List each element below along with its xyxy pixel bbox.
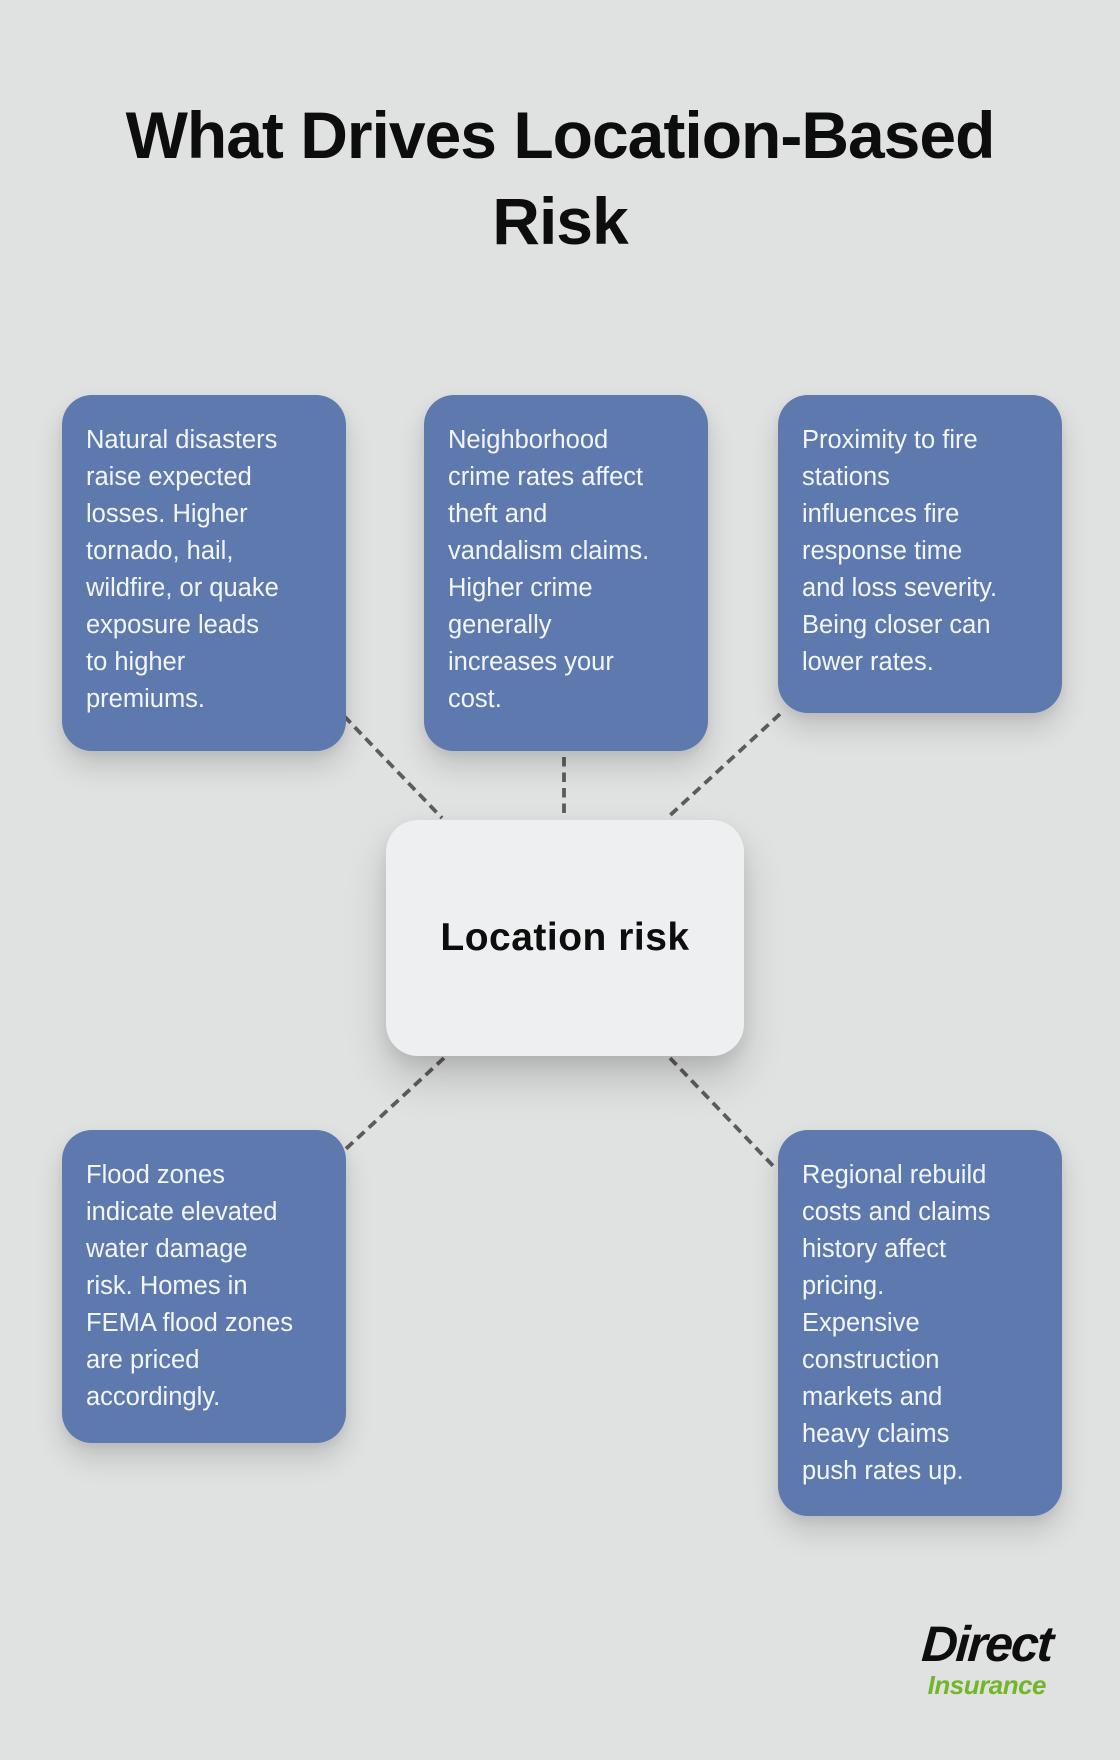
connector-fire-station-proximity	[664, 712, 782, 821]
factor-card-neighborhood-crime: Neighborhood crime rates affect theft an…	[424, 395, 708, 751]
factor-text-neighborhood-crime: Neighborhood crime rates affect theft an…	[448, 426, 650, 713]
brand-logo: Direct Insurance	[920, 1616, 1054, 1700]
connector-flood-zones	[334, 1056, 446, 1160]
factor-card-natural-disasters: Natural disasters raise expected losses.…	[62, 395, 346, 751]
connector-regional-rebuild-costs	[668, 1056, 779, 1172]
factor-card-fire-station-proximity: Proximity to fire stations influences fi…	[778, 395, 1062, 713]
factor-text-flood-zones: Flood zones indicate elevated water dama…	[86, 1161, 293, 1411]
factor-card-flood-zones: Flood zones indicate elevated water dama…	[62, 1130, 346, 1443]
connector-natural-disasters	[342, 714, 444, 820]
factor-text-fire-station-proximity: Proximity to fire stations influences fi…	[802, 426, 998, 676]
center-node: Location risk	[386, 820, 744, 1056]
brand-logo-wordmark: Direct	[920, 1616, 1054, 1672]
factor-text-natural-disasters: Natural disasters raise expected losses.…	[86, 426, 279, 713]
factor-text-regional-rebuild-costs: Regional rebuild costs and claims histor…	[802, 1161, 991, 1485]
page-title: What Drives Location-Based Risk	[125, 98, 996, 258]
center-node-label: Location risk	[440, 916, 690, 959]
factor-card-regional-rebuild-costs: Regional rebuild costs and claims histor…	[778, 1130, 1062, 1516]
brand-logo-subtitle: Insurance	[927, 1670, 1047, 1700]
